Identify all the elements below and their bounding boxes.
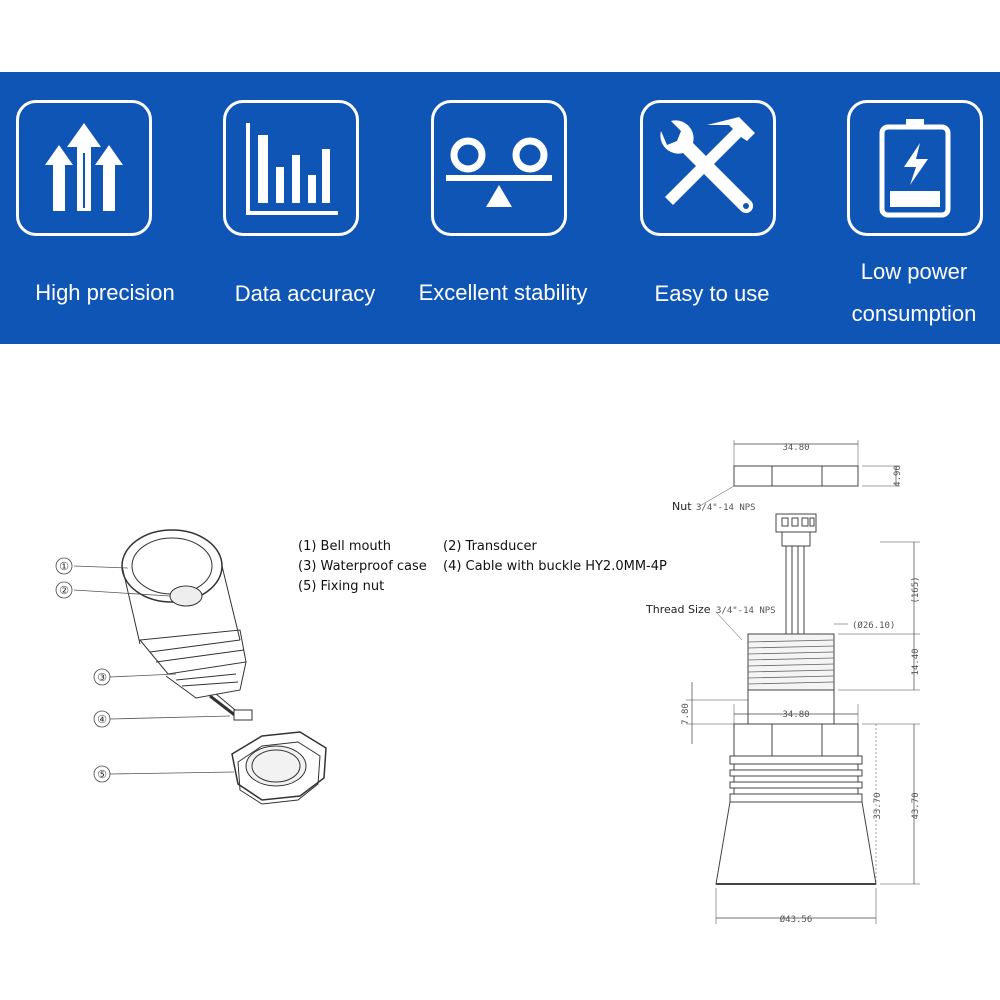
legend-item-4: (4) Cable with buckle HY2.0MM-4P — [443, 559, 667, 574]
arrows-up-icon — [16, 100, 152, 236]
body-length-2-dim: 43.70 — [911, 792, 921, 819]
legend-item-3: (3) Waterproof case — [298, 559, 427, 574]
legend-item-2: (2) Transducer — [443, 539, 537, 554]
nut-width-dim: 34.80 — [782, 443, 809, 453]
body-length-1-dim: 33.70 — [873, 792, 883, 819]
feature-high-precision: High precision — [0, 72, 210, 344]
bar-chart-icon — [223, 100, 359, 236]
callout-lines — [73, 565, 235, 775]
feature-label-line1: Low power — [860, 259, 968, 284]
nut-thread-spec: 3/4"-14 NPS — [696, 503, 756, 513]
callout-3: ③ — [97, 671, 107, 684]
feature-label: High precision — [35, 280, 175, 305]
feature-excellent-stability: Excellent stability — [398, 72, 608, 344]
callout-numbers: ① ② ③ ④ ⑤ — [55, 557, 111, 783]
thread-diameter-dim: (Ø26.10) — [852, 620, 895, 631]
callout-5: ⑤ — [97, 768, 107, 781]
feature-label: Data accuracy — [234, 281, 376, 306]
feature-easy-to-use: Easy to use — [607, 72, 817, 344]
callout-2: ② — [59, 584, 69, 597]
legend-item-5: (5) Fixing nut — [298, 579, 385, 594]
feature-label: Easy to use — [654, 281, 770, 306]
nut-height-dim: 4.90 — [893, 465, 903, 487]
battery-icon — [847, 100, 983, 236]
feature-label-line2: consumption — [851, 301, 977, 326]
legend-item-1: (1) Bell mouth — [298, 539, 392, 554]
wrench-hammer-icon — [640, 100, 776, 236]
balance-icon — [431, 100, 567, 236]
dimension-drawing — [686, 440, 920, 924]
hex-height-dim: 7.80 — [681, 703, 691, 725]
feature-label: Excellent stability — [418, 280, 588, 305]
thread-spec: 3/4"-14 NPS — [716, 606, 776, 616]
callout-1: ① — [59, 560, 69, 573]
mouth-diameter-dim: Ø43.56 — [780, 914, 813, 925]
cable-length-dim: (165) — [911, 576, 921, 603]
callout-4: ④ — [97, 713, 107, 726]
technical-diagram: ① ② ③ ④ ⑤ — [0, 344, 1000, 1000]
hex-width-dim: 34.80 — [782, 710, 809, 720]
feature-low-power: Low power consumption — [809, 72, 1000, 344]
nut-label: Nut — [672, 500, 692, 513]
feature-banner: High precision Data accuracy — [0, 72, 1000, 344]
thread-size-label: Thread Size — [645, 603, 711, 616]
dimension-labels: 34.80 4.90 Nut 3/4"-14 NPS (165) Thread … — [645, 443, 921, 925]
thread-length-dim: 14.40 — [911, 648, 921, 675]
exploded-view — [121, 529, 327, 805]
feature-data-accuracy: Data accuracy — [200, 72, 410, 344]
